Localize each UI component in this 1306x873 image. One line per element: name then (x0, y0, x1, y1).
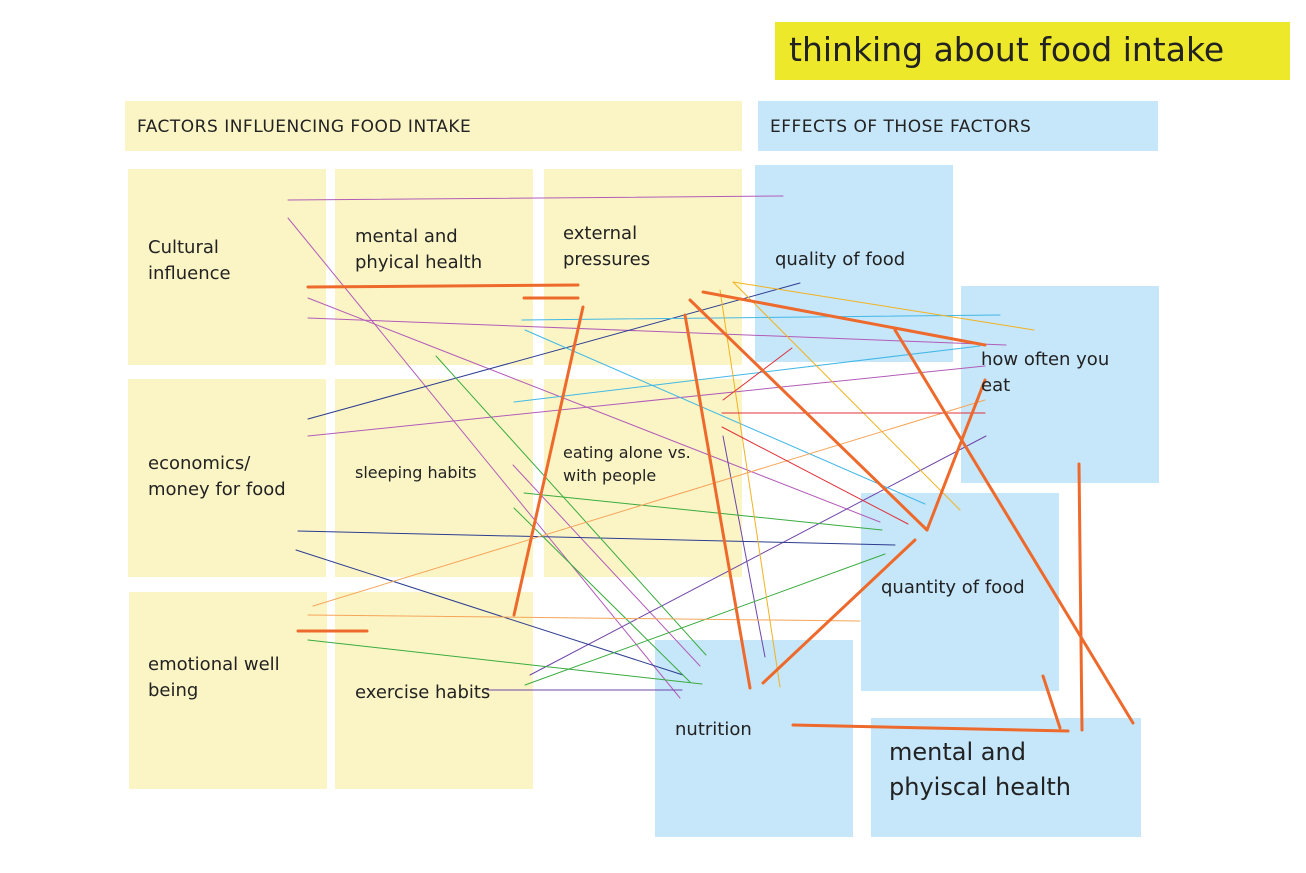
effects-header-box: EFFECTS OF THOSE FACTORS (758, 101, 1158, 151)
page-title: thinking about food intake (789, 30, 1225, 69)
effect-label-nutrition: nutrition (675, 719, 752, 740)
factor-label-emotional-line2: being (148, 680, 199, 701)
factor-label-economics-line1: economics/ (148, 453, 251, 474)
factor-label-exercise: exercise habits (355, 682, 491, 703)
effect-mental-physical-health (871, 718, 1141, 837)
factor-label-sleeping: sleeping habits (355, 463, 477, 482)
factor-label-cultural-line2: influence (148, 263, 231, 284)
factor-label-external-line1: external (563, 223, 638, 244)
factors-header-box: FACTORS INFLUENCING FOOD INTAKE (125, 101, 742, 151)
factor-label-economics-line2: money for food (148, 479, 286, 500)
effect-label-mental-line1: mental and (889, 738, 1026, 766)
factor-label-mental-line2: phyical health (355, 252, 483, 273)
factor-label-emotional-line1: emotional well (148, 654, 280, 675)
title-box: thinking about food intake (775, 22, 1290, 80)
effect-label-mental-line2: phyiscal health (889, 773, 1071, 801)
effect-label-how-often-line2: eat (981, 375, 1011, 396)
factor-label-external-line2: pressures (563, 249, 651, 270)
connector-line (1077, 462, 1084, 732)
factor-label-cultural-line1: Cultural (148, 237, 219, 258)
effect-label-how-often-line1: how often you (981, 349, 1110, 370)
factor-label-eating-line2: with people (563, 466, 657, 485)
effect-label-quality: quality of food (775, 249, 906, 270)
factors-header: FACTORS INFLUENCING FOOD INTAKE (137, 117, 472, 137)
effect-label-quantity: quantity of food (881, 577, 1025, 598)
effects-header: EFFECTS OF THOSE FACTORS (770, 117, 1032, 137)
factor-label-eating-line1: eating alone vs. (563, 443, 691, 462)
factor-label-mental-line1: mental and (355, 226, 458, 247)
